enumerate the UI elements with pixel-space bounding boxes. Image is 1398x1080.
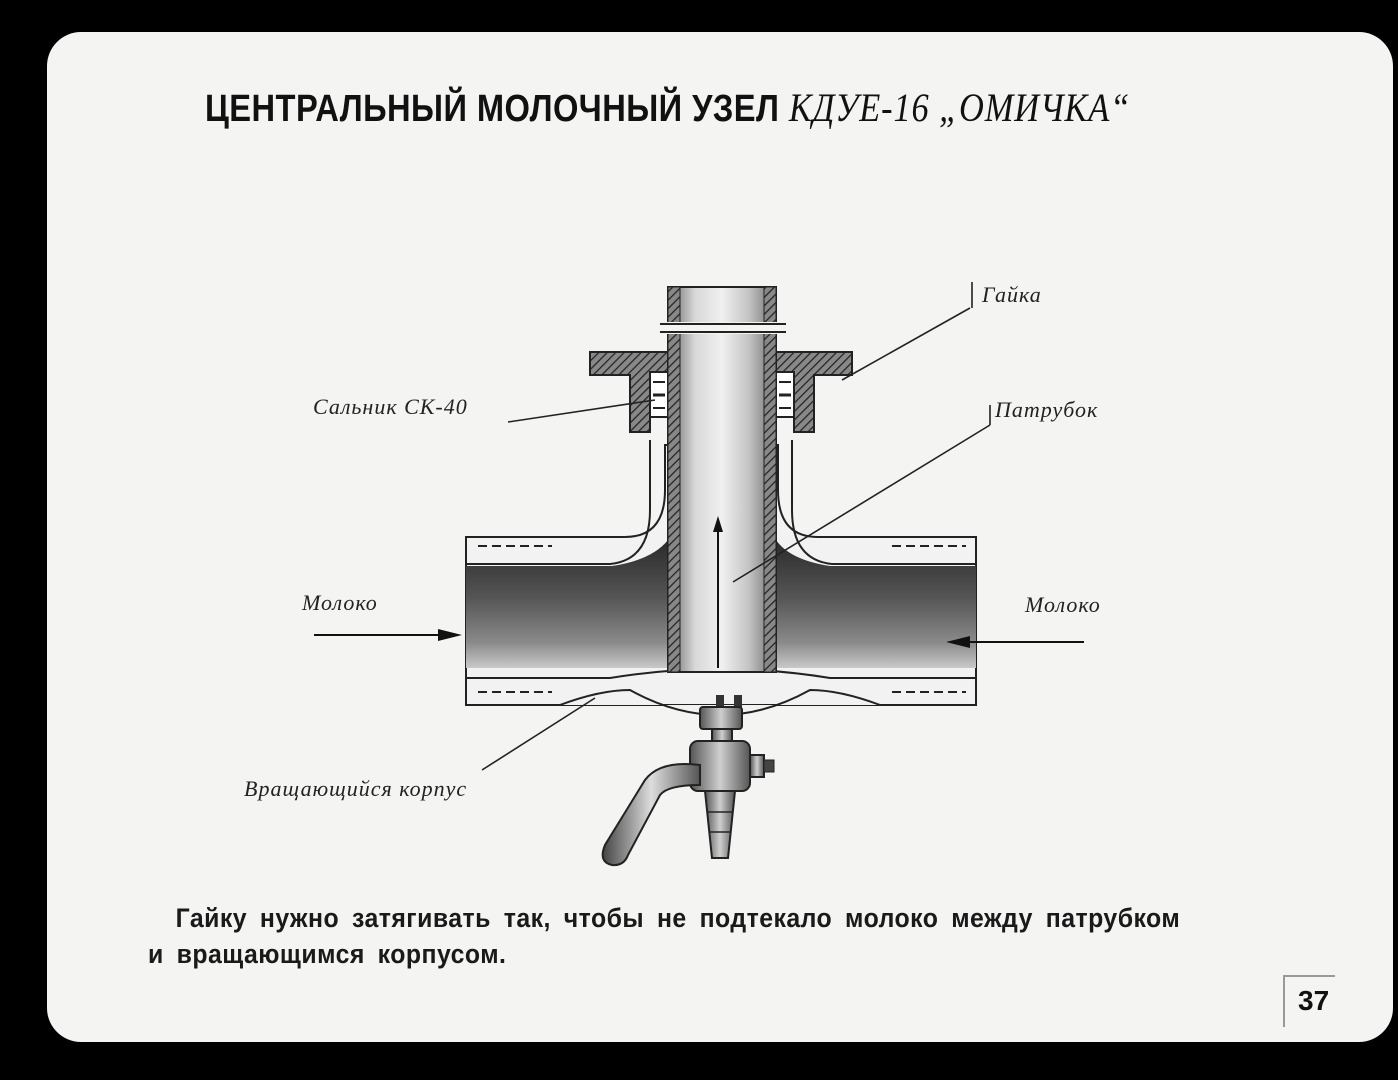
drain-tap [601,695,775,867]
milk-left-fill [466,540,668,668]
page-number: 37 [1298,985,1330,1016]
milk-right-fill [776,540,976,668]
label-nut: Гайка [982,282,1042,307]
milk-flow-arrows [314,629,1084,648]
tap-handle [601,763,701,867]
slide-title: ЦЕНТРАЛЬНЫЙ МОЛОЧНЫЙ УЗЕЛ КДУЕ-16 „ОМИЧК… [205,84,1130,131]
arrow-in-left [438,629,462,641]
label-gland: Сальник СК-40 [313,394,468,419]
label-pipe: Патрубок [995,397,1099,422]
caption-line-1: Гайку нужно затягивать так, чтобы не под… [175,903,1181,933]
caption-line-2: и вращающимся корпусом. [148,939,507,969]
slide-caption: Гайку нужно затягивать так, чтобы не под… [148,900,1224,972]
label-rotating-body: Вращающийся корпус [244,776,468,801]
pipe [660,286,786,673]
arrow-in-right [946,636,970,648]
label-milk-right: Молоко [1025,592,1101,617]
title-main: ЦЕНТРАЛЬНЫЙ МОЛОЧНЫЙ УЗЕЛ [205,88,780,130]
label-milk-left: Молоко [302,590,378,615]
title-model: КДУЕ-16 „ОМИЧКА“ [788,85,1131,130]
tap-nozzle [703,790,737,859]
page-number-frame [1283,975,1335,1027]
leader-lines [481,282,991,771]
